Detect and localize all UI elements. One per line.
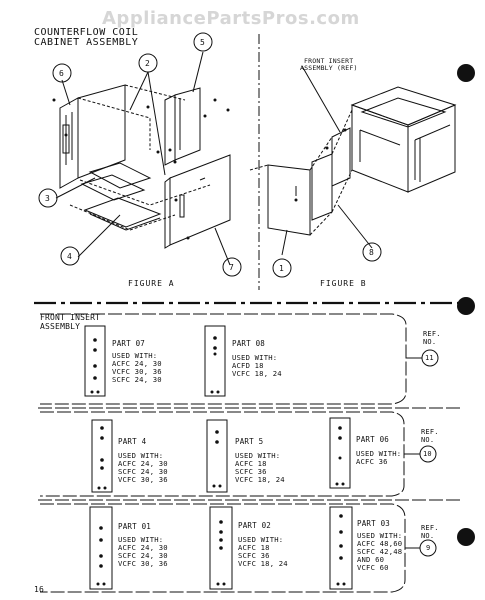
part-03-used-0: USED WITH: — [357, 531, 403, 540]
page-number: 16 — [34, 585, 45, 594]
part-5-used-1: ACFC 18 — [235, 459, 267, 468]
section-title-line-2: ASSEMBLY — [40, 322, 81, 331]
part-08-used-2: VCFC 18, 24 — [232, 369, 282, 378]
ref-label-1-line-1: REF. — [423, 330, 441, 338]
ref-label-3-line-1: REF. — [421, 524, 439, 532]
part-4-used-0: USED WITH: — [118, 451, 164, 460]
part-panels — [84, 325, 353, 590]
part-07-used-2: VCFC 30, 36 — [112, 367, 162, 376]
part-08-used-0: USED WITH: — [232, 353, 278, 362]
part-07-used-1: ACFC 24, 30 — [112, 359, 162, 368]
part-07-name: PART 07 — [112, 339, 146, 348]
watermark: AppliancePartsPros.com — [102, 8, 360, 29]
part-01-used-2: SCFC 24, 30 — [118, 551, 168, 560]
part-03-used-3: AND 60 — [357, 555, 385, 564]
diagram-title-line-2: CABINET ASSEMBLY — [34, 37, 139, 48]
callout-6: 6 — [59, 69, 65, 78]
part-03-name: PART 03 — [357, 519, 391, 528]
part-03-used-4: VCFC 60 — [357, 563, 389, 572]
part-06-used-0: USED WITH: — [356, 449, 402, 458]
figure-b-drawing — [249, 65, 457, 278]
part-01-used-3: VCFC 30, 36 — [118, 559, 168, 568]
ref-no-10: 10 — [423, 450, 432, 458]
part-06-name: PART 06 — [356, 435, 390, 444]
part-08-used-1: ACFD 18 — [232, 361, 264, 370]
part-08-name: PART 08 — [232, 339, 266, 348]
part-5-used-3: VCFC 18, 24 — [235, 475, 285, 484]
part-03-used-2: SCFC 42,48 — [357, 547, 403, 556]
ref-no-9: 9 — [426, 544, 431, 552]
callout-7: 7 — [229, 263, 235, 272]
callout-4: 4 — [67, 252, 73, 261]
section-title-line-1: FRONT INSERT — [40, 313, 101, 322]
part-03-used-1: ACFC 48,60 — [357, 539, 403, 548]
part-4-used-1: ACFC 24, 30 — [118, 459, 168, 468]
callout-3: 3 — [45, 194, 51, 203]
part-5-name: PART 5 — [235, 437, 264, 446]
part-4-used-3: VCFC 30, 36 — [118, 475, 168, 484]
binder-holes — [457, 64, 475, 546]
front-insert-ref-line-1: FRONT INSERT — [304, 57, 354, 65]
part-02-used-1: ACFC 18 — [238, 543, 270, 552]
callout-8: 8 — [369, 248, 375, 257]
part-01-used-1: ACFC 24, 30 — [118, 543, 168, 552]
part-01-name: PART 01 — [118, 522, 152, 531]
figure-a-drawing — [38, 32, 242, 277]
callout-1: 1 — [279, 264, 285, 273]
part-07-used-0: USED WITH: — [112, 351, 158, 360]
ref-label-3-line-2: NO. — [421, 532, 435, 540]
part-02-used-2: SCFC 36 — [238, 551, 270, 560]
part-02-used-0: USED WITH: — [238, 535, 284, 544]
part-01-used-0: USED WITH: — [118, 535, 164, 544]
part-06-used-1: ACFC 36 — [356, 457, 388, 466]
ref-label-2-line-1: REF. — [421, 428, 439, 436]
part-02-name: PART 02 — [238, 521, 272, 530]
callout-5: 5 — [200, 38, 206, 47]
part-02-used-3: VCFC 18, 24 — [238, 559, 288, 568]
part-07-used-3: SCFC 24, 30 — [112, 375, 162, 384]
diagram-title-line-1: COUNTERFLOW COIL — [34, 27, 139, 38]
ref-label-2-line-2: NO. — [421, 436, 435, 444]
part-5-used-0: USED WITH: — [235, 451, 281, 460]
part-4-used-2: SCFC 24, 30 — [118, 467, 168, 476]
part-4-name: PART 4 — [118, 437, 147, 446]
figure-a-label: FIGURE A — [128, 279, 175, 288]
part-5-used-2: SCFC 36 — [235, 467, 267, 476]
callout-2: 2 — [145, 59, 151, 68]
front-insert-ref-line-2: ASSEMBLY (REF) — [300, 64, 358, 72]
figure-b-label: FIGURE B — [320, 279, 367, 288]
ref-no-11: 11 — [425, 354, 434, 362]
ref-label-1-line-2: NO. — [423, 338, 437, 346]
panel-holes — [90, 336, 346, 586]
